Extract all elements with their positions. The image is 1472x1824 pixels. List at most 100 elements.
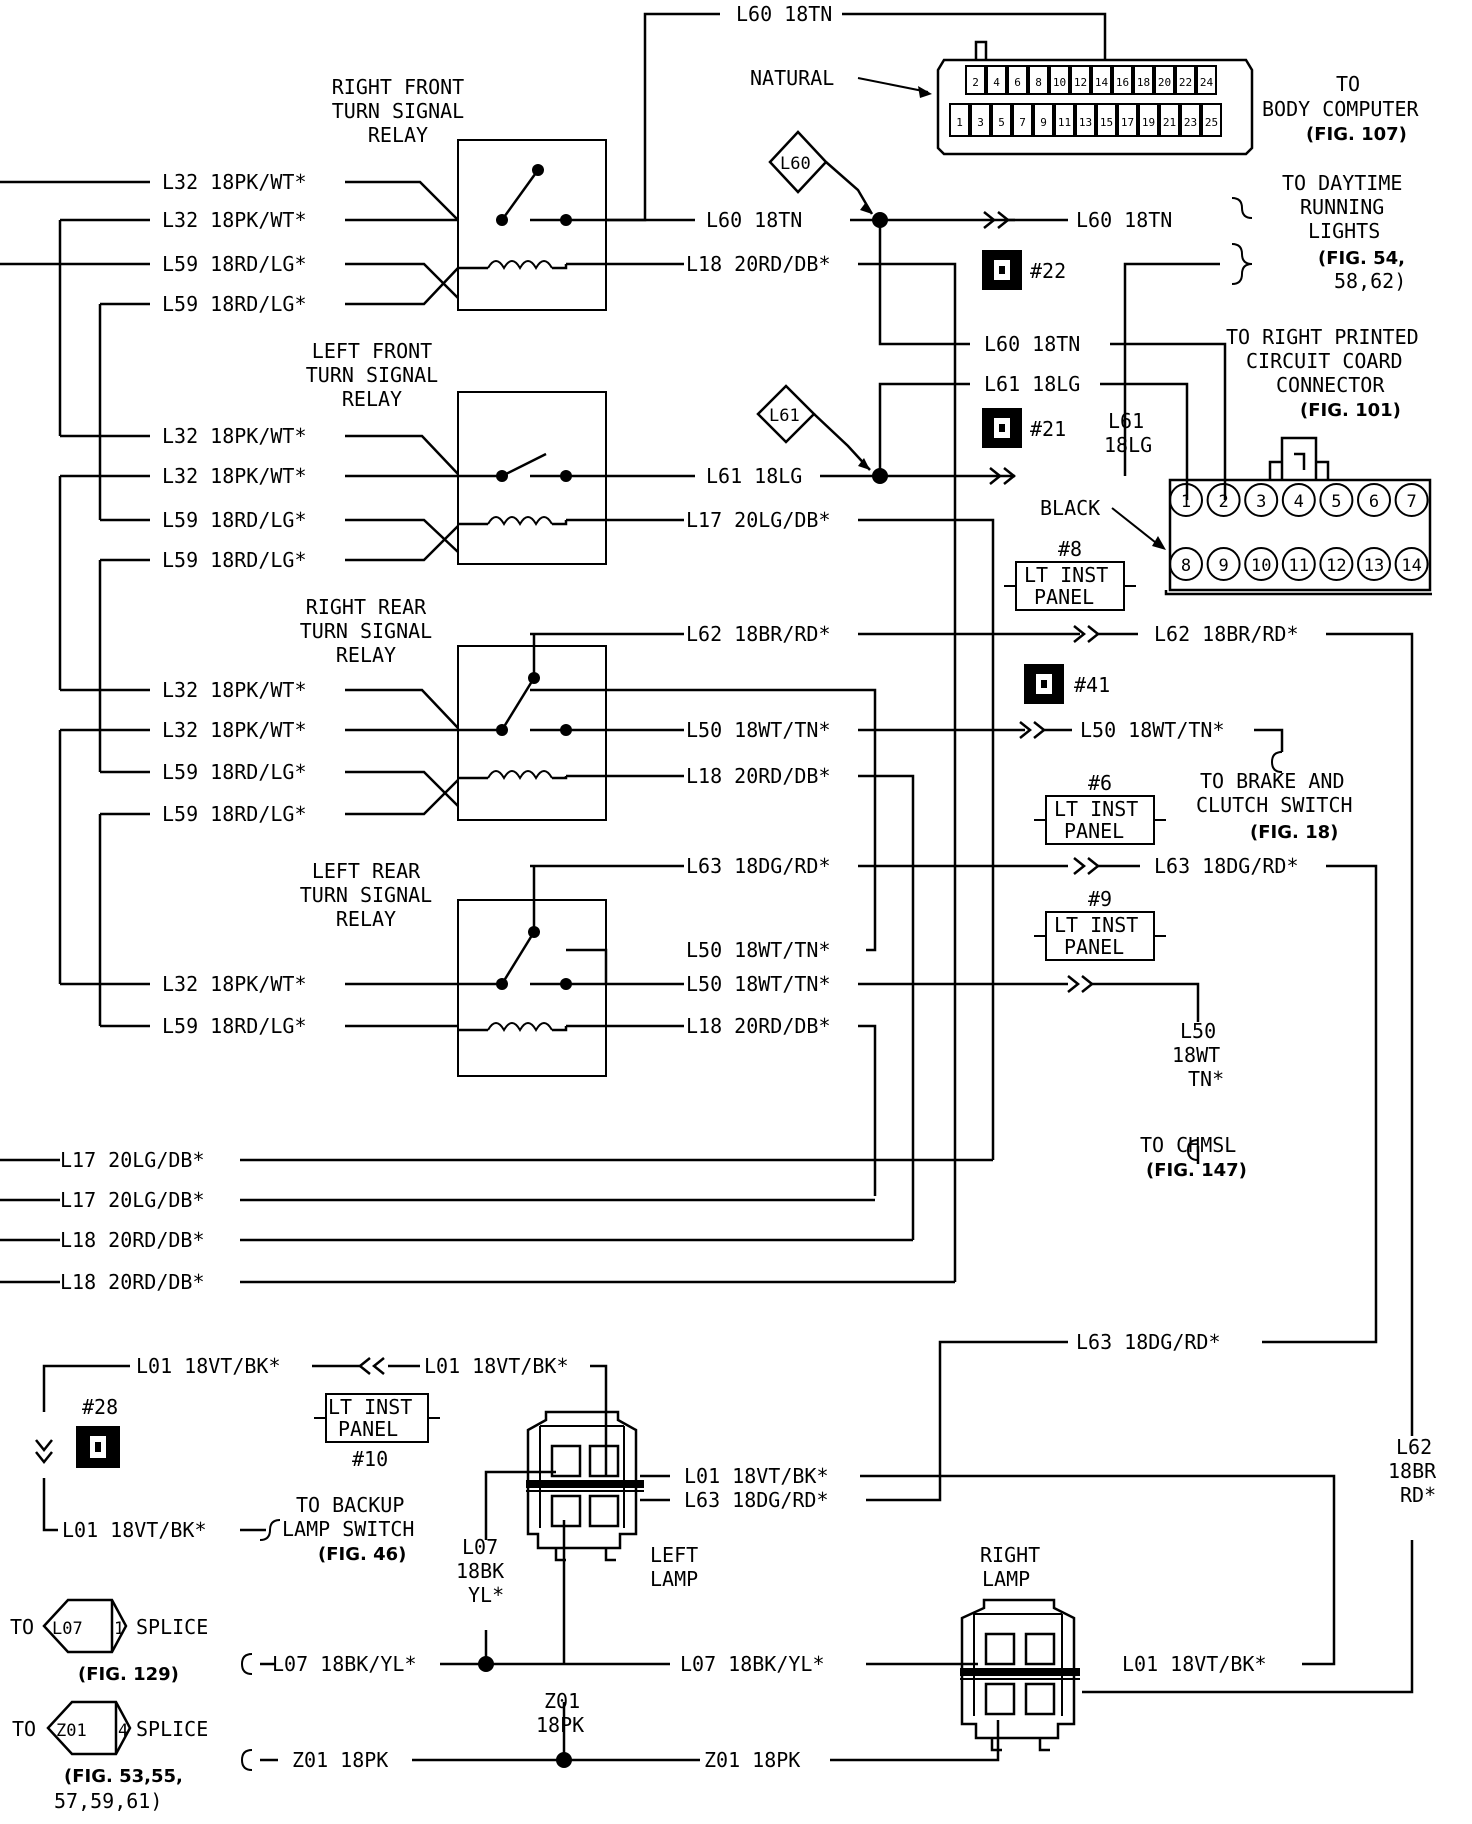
wire-label: L63 18DG/RD*	[684, 1488, 829, 1512]
wire-label: L59 18RD/LG*	[162, 508, 307, 532]
body-pin-number: 24	[1200, 76, 1214, 89]
svg-text:PANEL: PANEL	[1034, 585, 1094, 609]
wire-label: Z01 18PK	[704, 1748, 800, 1772]
lr-relay-label-1: LEFT REAR	[312, 859, 421, 883]
wire-label: L61 18LG	[984, 372, 1080, 396]
pcb-pin	[1244, 483, 1279, 517]
svg-text:(FIG. 53,55,: (FIG. 53,55,	[64, 1766, 183, 1787]
ground-22: #22	[982, 250, 1066, 290]
svg-text:RIGHT: RIGHT	[980, 1543, 1040, 1567]
wire-label: L32 18PK/WT*	[162, 678, 307, 702]
wire-label: 18BR	[1388, 1459, 1437, 1483]
splice-diamonds: L60 L61	[756, 130, 874, 471]
left-lamp: LEFT LAMP	[526, 1410, 698, 1591]
pcb-pin	[1394, 547, 1429, 581]
pcb-pin-number: 12	[1326, 556, 1346, 576]
svg-text:#28: #28	[82, 1395, 118, 1419]
splice-node-l61	[872, 468, 888, 484]
svg-text:(FIG. 101): (FIG. 101)	[1300, 400, 1401, 421]
svg-text:CONNECTOR: CONNECTOR	[1276, 373, 1385, 397]
pcb-pin-number: 7	[1406, 492, 1416, 512]
wire-label: L01 18VT/BK*	[684, 1464, 829, 1488]
svg-text:TO: TO	[12, 1717, 36, 1741]
wire-label: L17 20LG/DB*	[686, 508, 831, 532]
body-pin-number: 25	[1205, 116, 1218, 129]
ground-41: #41	[1024, 664, 1110, 704]
body-pin-number: 5	[998, 116, 1005, 129]
lr-relay-label-2: TURN SIGNAL	[300, 883, 432, 907]
svg-text:L07: L07	[52, 1619, 83, 1639]
svg-text:#21: #21	[1030, 417, 1066, 441]
svg-text:57,59,61): 57,59,61)	[54, 1789, 162, 1813]
body-pin-number: 18	[1137, 76, 1150, 89]
svg-text:TO: TO	[10, 1615, 34, 1639]
body-pin-number: 10	[1053, 76, 1066, 89]
pcb-pin	[1206, 483, 1241, 517]
body-pin-number: 12	[1074, 76, 1087, 89]
body-pin-cell	[1138, 103, 1159, 137]
brake-ref: CLUTCH SWITCH	[1196, 793, 1353, 817]
rr-relay-label-2: TURN SIGNAL	[300, 619, 432, 643]
body-pin-number: 1	[956, 116, 963, 129]
pcb-pin	[1244, 547, 1279, 581]
body-pin-cell	[1159, 103, 1180, 137]
wire-label: L59 18RD/LG*	[162, 760, 307, 784]
right-lamp: RIGHT LAMP	[960, 1543, 1080, 1752]
connector-c6: #6 LT INST PANEL	[1034, 771, 1166, 845]
body-pin-cell	[1112, 65, 1133, 95]
wire-label: Z01 18PK	[292, 1748, 388, 1772]
wire-label: L61 18LG	[706, 464, 802, 488]
wire-label: 18PK	[536, 1713, 584, 1737]
wire-label: L60 18TN	[984, 332, 1080, 356]
drl-ref: 58,62)	[1334, 269, 1406, 293]
rf-relay-label-1: RIGHT FRONT	[332, 75, 464, 99]
svg-text:L61: L61	[769, 406, 800, 426]
body-pin-cell	[1054, 103, 1075, 137]
body-pin-cell	[1012, 103, 1033, 137]
references: TO DAYTIME RUNNING LIGHTS (FIG. 54, 58,6…	[10, 171, 1406, 1813]
pcb-pin-number: 8	[1181, 556, 1191, 576]
wire-label: L01 18VT/BK*	[1122, 1652, 1267, 1676]
lf-relay-label-1: LEFT FRONT	[312, 339, 432, 363]
connector-c9: #9 LT INST PANEL	[1034, 887, 1166, 961]
pcb-pin	[1281, 547, 1316, 581]
body-pin-number: 11	[1058, 116, 1071, 129]
svg-text:LT INST: LT INST	[1054, 913, 1138, 937]
body-pin-cell	[1033, 103, 1054, 137]
wire-label: L07	[462, 1535, 498, 1559]
wire-label: 18WT	[1172, 1043, 1220, 1067]
wire-label: L32 18PK/WT*	[162, 208, 307, 232]
drl-ref: RUNNING	[1300, 195, 1384, 219]
splice-diamond-l61: L61	[756, 384, 871, 471]
body-pin-number: 16	[1116, 76, 1129, 89]
wire-label: RD*	[1400, 1483, 1436, 1507]
body-pin-number: 8	[1035, 76, 1042, 89]
left-front-relay: LEFT FRONT TURN SIGNAL RELAY	[306, 339, 607, 565]
body-pin-cell	[1175, 65, 1196, 95]
pcb-pin-number: 14	[1401, 556, 1421, 576]
wire-label: L60 18TN	[706, 208, 802, 232]
svg-text:Z01: Z01	[56, 1721, 87, 1741]
wire-label: L50 18WT/TN*	[1080, 718, 1225, 742]
wire-label: L50 18WT/TN*	[686, 938, 831, 962]
pcb-pin	[1206, 547, 1241, 581]
rf-relay-label-3: RELAY	[368, 123, 428, 147]
rf-relay-label-2: TURN SIGNAL	[332, 99, 464, 123]
backup-ref: (FIG. 46)	[318, 1544, 406, 1565]
backup-ref: LAMP SWITCH	[282, 1517, 414, 1541]
body-pin-cell	[1091, 65, 1112, 95]
pcb-pin-number: 13	[1364, 556, 1384, 576]
wire-label: L18 20RD/DB*	[686, 252, 831, 276]
relays: RIGHT FRONT TURN SIGNAL RELAY LEFT FRONT…	[300, 75, 607, 1077]
body-pin-cell	[1117, 103, 1138, 137]
body-pin-number: 15	[1100, 116, 1113, 129]
svg-text:LT INST: LT INST	[1054, 797, 1138, 821]
wire-label: L17 20LG/DB*	[60, 1188, 205, 1212]
grounds: #22 #21 #41 #28	[76, 250, 1110, 1468]
svg-text:BLACK: BLACK	[1040, 496, 1100, 520]
wire-label: L62	[1396, 1435, 1432, 1459]
svg-text:#10: #10	[352, 1447, 388, 1471]
